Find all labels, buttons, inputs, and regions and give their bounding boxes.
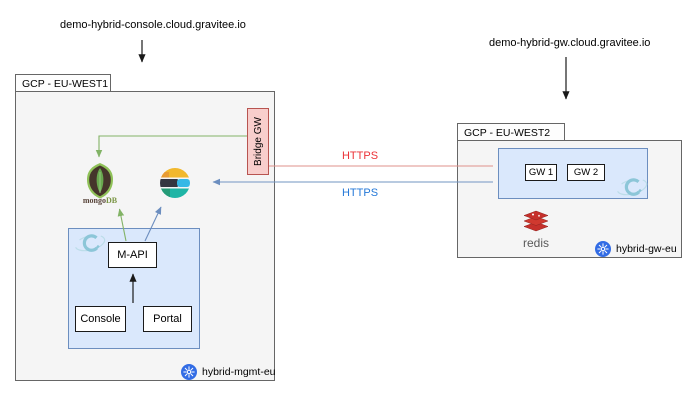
redis-icon (522, 210, 550, 234)
kubernetes-icon-right (595, 241, 611, 257)
mapi-node: M-API (108, 242, 157, 268)
gravitee-icon-left (72, 231, 108, 255)
gw1-label: GW 1 (528, 167, 554, 178)
gravitee-icon-right (614, 175, 650, 199)
portal-node: Portal (143, 306, 192, 332)
mongodb-label: mongoDB (82, 196, 118, 205)
console-domain-label: demo-hybrid-console.cloud.gravitee.io (60, 19, 246, 31)
region-tab-eu-west2: GCP - EU-WEST2 (457, 123, 565, 141)
console-node: Console (75, 306, 126, 332)
region-tab-eu-west1: GCP - EU-WEST1 (15, 74, 111, 92)
mongodb-icon (83, 162, 117, 199)
portal-label: Portal (153, 313, 182, 325)
gateway-domain-label: demo-hybrid-gw.cloud.gravitee.io (489, 37, 651, 49)
gw2-node: GW 2 (567, 164, 605, 181)
region-label-eu-west2: GCP - EU-WEST2 (464, 126, 551, 139)
bridge-gw-node: Bridge GW (247, 108, 269, 175)
gw1-node: GW 1 (525, 164, 557, 181)
bridge-gw-label: Bridge GW (252, 117, 264, 166)
console-label: Console (80, 313, 121, 325)
redis-label: redis (522, 236, 549, 250)
gw2-label: GW 2 (573, 167, 599, 178)
mgmt-cluster-label: hybrid-mgmt-eu (202, 366, 276, 378)
mapi-label: M-API (117, 249, 148, 261)
region-label-eu-west1: GCP - EU-WEST1 (22, 77, 109, 90)
elasticsearch-icon (160, 168, 190, 198)
gw-cluster-label: hybrid-gw-eu (616, 243, 677, 255)
https-red-label: HTTPS (341, 150, 379, 162)
https-blue-label: HTTPS (341, 187, 379, 199)
kubernetes-icon-left (181, 364, 197, 380)
